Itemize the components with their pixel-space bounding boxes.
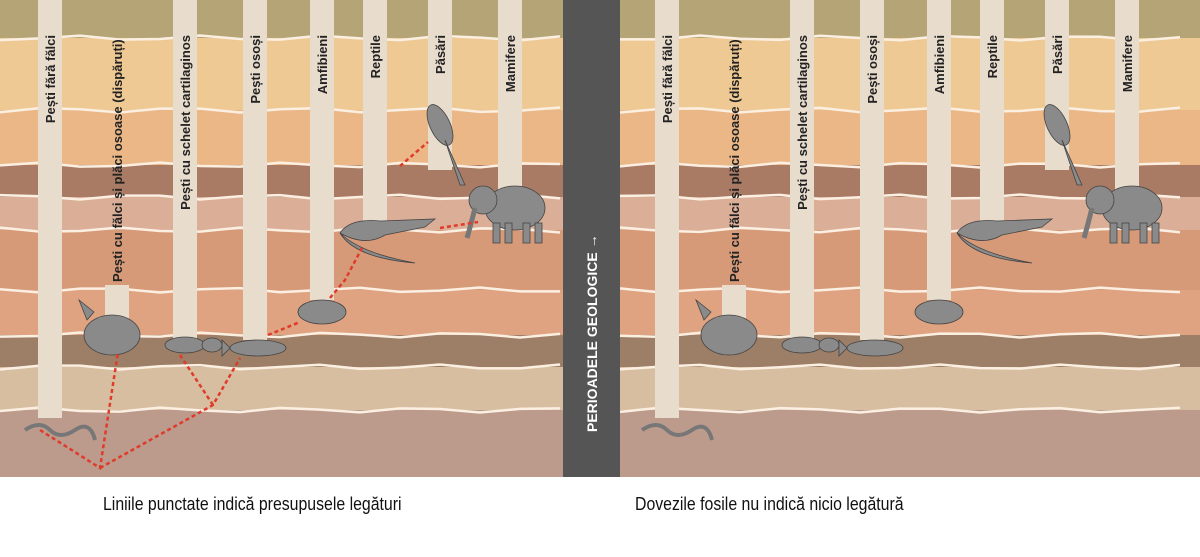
stratum-layer [0,410,563,477]
salmon-icon [838,339,904,357]
group-label: Mamifere [1120,35,1135,92]
lineage-column [927,0,951,300]
group-label: Amfibieni [932,35,947,94]
shark-icon [164,336,223,354]
geologic-periods-axis [563,0,620,477]
stratum-layer [620,367,1200,410]
presumed-link-line [329,247,364,299]
group-label: Pești cu schelet cartilaginos [795,35,810,210]
frog-icon [914,299,964,325]
caption-right: Dovezile fosile nu indică nicio legătură [635,494,904,514]
stratum-layer [620,38,1200,110]
group-label: Pești osoși [248,35,263,104]
stratum-boundary [0,193,561,201]
panel-left: Pești fără fălci Pești cu fălci și plăci … [0,0,563,477]
stratum-boundary [619,161,1181,169]
lineage-column [1115,0,1139,190]
group-label: Păsări [433,35,448,74]
lineage-column [363,0,387,225]
presumed-link-line [399,141,429,167]
lineage-column [243,0,267,340]
group-label: Pești osoși [865,35,880,104]
stratum-boundary [0,406,561,414]
group-label: Mamifere [503,35,518,92]
elephant-icon [1081,185,1163,244]
stratum-layer [620,230,1200,290]
caption-left: Liniile punctate indică presupusele legă… [103,494,402,514]
stratum-layer [0,38,563,110]
group-label: Pești fără fălci [43,35,58,123]
stratum-boundary [0,34,561,42]
stratum-boundary [619,363,1181,371]
crocodile-icon [956,218,1054,264]
stratum-boundary [0,161,561,169]
stratum-boundary [619,286,1181,294]
lineage-column [980,0,1004,225]
lineage-column [498,0,522,190]
eel-icon [640,423,714,441]
lineage-column [860,0,884,340]
stratum-boundary [619,106,1181,114]
stratum-layer [620,410,1200,477]
armored-fish-icon [695,298,758,356]
group-label: Amfibieni [315,35,330,94]
stratum-layer [620,110,1200,165]
presumed-link-line [178,354,215,406]
stratum-layer [0,367,563,410]
lineage-column [655,0,679,418]
crocodile-icon [339,218,437,264]
stratum-layer [0,110,563,165]
stratum-boundary [0,106,561,114]
parrot-icon [1043,104,1083,186]
group-label: Pești cu fălci și plăci osoase (dispăruț… [727,39,742,282]
group-label: Reptile [368,35,383,78]
stratum-layer [0,165,563,197]
presumed-link-line [267,320,301,337]
lineage-column [173,0,197,340]
stratum-boundary [0,226,561,234]
lineage-column [790,0,814,340]
stratum-boundary [619,34,1181,42]
eel-icon [23,423,97,441]
frog-icon [297,299,347,325]
lineage-column [38,0,62,418]
group-label: Reptile [985,35,1000,78]
stratum-layer [0,230,563,290]
lineage-column [310,0,334,300]
group-label: Pești cu fălci și plăci osoase (dispăruț… [110,39,125,282]
group-label: Pești fără fălci [660,35,675,123]
evolution-diagram: Pești fără fălci Pești cu fălci și plăci … [0,0,1200,477]
armored-fish-icon [78,298,141,356]
group-label: Pești cu schelet cartilaginos [178,35,193,210]
geologic-periods-label: PERIOADELE GEOLOGICE → [584,234,600,432]
stratum-layer [620,0,1200,38]
panel-right: Pești fără fălci Pești cu fălci și plăci … [619,0,1200,477]
stratum-boundary [0,363,561,371]
stratum-layer [0,0,563,38]
shark-icon [781,336,840,354]
elephant-icon [464,185,546,244]
stratum-boundary [619,406,1181,414]
salmon-icon [221,339,287,357]
group-label: Păsări [1050,35,1065,74]
stratum-boundary [0,286,561,294]
parrot-icon [426,104,466,186]
